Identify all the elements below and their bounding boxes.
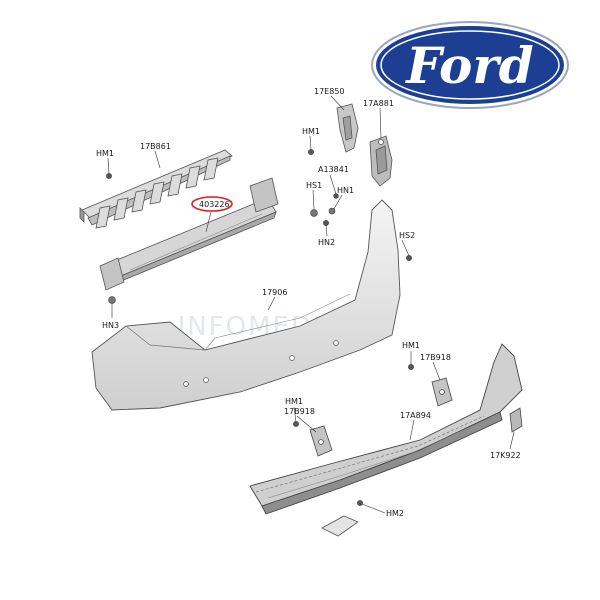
label-hm1-b: HM1 bbox=[302, 127, 320, 136]
fastener-hn1 bbox=[328, 207, 336, 215]
fastener-hm1-c bbox=[408, 364, 414, 370]
insert-17k922 bbox=[509, 407, 523, 433]
label-hm1-a: HM1 bbox=[96, 149, 114, 158]
label-17a894: 17A894 bbox=[400, 411, 431, 420]
label-17k922: 17K922 bbox=[490, 451, 521, 460]
fastener-hm1-b bbox=[308, 149, 314, 155]
fastener-hm1-a bbox=[106, 173, 112, 179]
bumper-cover-17906 bbox=[91, 199, 401, 411]
bracket-17b918-right bbox=[431, 377, 453, 407]
valance-17a894 bbox=[249, 343, 523, 515]
label-hs2: HS2 bbox=[399, 231, 415, 240]
label-hn2: HN2 bbox=[318, 238, 335, 247]
fasteners bbox=[106, 149, 414, 506]
bracket-17b918-left bbox=[309, 425, 333, 457]
label-17906: 17906 bbox=[262, 288, 287, 297]
energy-absorber-17b861 bbox=[79, 149, 233, 229]
fastener-hn2 bbox=[323, 220, 329, 226]
bracket-17a881 bbox=[369, 135, 393, 187]
highlight-ring-403226 bbox=[191, 196, 233, 212]
label-17e850: 17E850 bbox=[314, 87, 345, 96]
fastener-hm1-d bbox=[293, 421, 299, 427]
fastener-hm2 bbox=[357, 500, 363, 506]
label-403226: 403226 bbox=[199, 200, 230, 209]
label-a13841: A13841 bbox=[318, 165, 349, 174]
ford-logo-text: Ford bbox=[404, 36, 533, 95]
label-hn1: HN1 bbox=[337, 186, 354, 195]
fastener-hs1 bbox=[310, 209, 318, 217]
leader-lines bbox=[107, 95, 515, 514]
label-hm1-c: HM1 bbox=[402, 341, 420, 350]
reflector bbox=[321, 515, 359, 537]
label-hs1: HS1 bbox=[306, 181, 322, 190]
fastener-hs2 bbox=[406, 255, 412, 261]
reinforcement-beam-403226 bbox=[99, 177, 279, 291]
bracket-17e850 bbox=[336, 103, 359, 153]
ford-logo: Ford bbox=[371, 21, 569, 109]
label-17b861: 17B861 bbox=[140, 142, 171, 151]
label-17b918-right: 17B918 bbox=[420, 353, 451, 362]
label-17a881: 17A881 bbox=[363, 99, 394, 108]
fastener-hn3 bbox=[108, 296, 116, 304]
callout-labels: HM1 17B861 403226 17E850 HM1 17A881 A138… bbox=[96, 87, 521, 518]
label-hm1-d: HM1 bbox=[285, 397, 303, 406]
label-hn3: HN3 bbox=[102, 321, 119, 330]
label-hm2: HM2 bbox=[386, 509, 404, 518]
label-17b918-left: 17B918 bbox=[284, 407, 315, 416]
